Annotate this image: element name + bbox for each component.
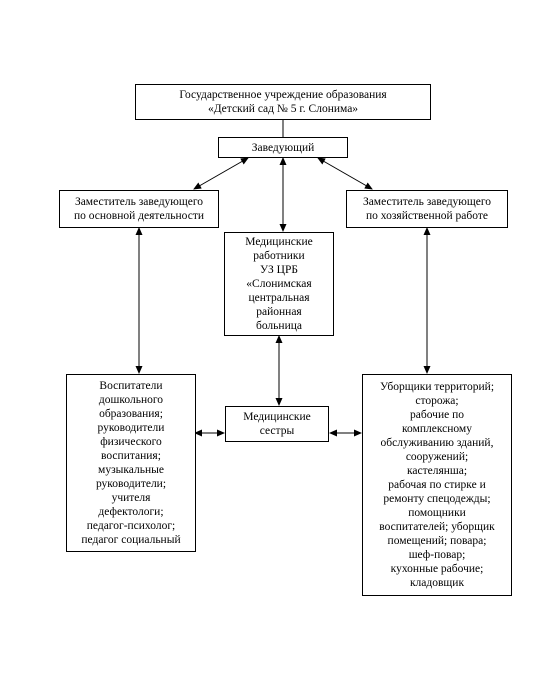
nurses-label: Медицинские сестры	[243, 411, 311, 437]
arrow-head-deputy-admin	[317, 157, 373, 190]
head-label: Заведующий	[251, 141, 315, 154]
support-staff-label: Уборщики территорий; сторожа; рабочие по…	[379, 381, 495, 589]
deputy-main-label: Заместитель заведующего по основной деят…	[73, 196, 205, 222]
educators-box: Воспитатели дошкольного образования; рук…	[66, 374, 196, 552]
deputy-admin-label: Заместитель заведующего по хозяйственной…	[362, 196, 492, 222]
deputy-main-box: Заместитель заведующего по основной деят…	[59, 190, 219, 228]
institution-box: Государственное учреждение образования «…	[135, 84, 431, 120]
deputy-admin-box: Заместитель заведующего по хозяйственной…	[346, 190, 508, 228]
nurses-box: Медицинские сестры	[225, 406, 329, 442]
arrow-head-deputy-main	[193, 157, 249, 190]
medical-workers-label: Медицинские работники УЗ ЦРБ «Слонимская…	[245, 236, 313, 332]
head-box: Заведующий	[218, 137, 348, 158]
support-staff-box: Уборщики территорий; сторожа; рабочие по…	[362, 374, 512, 596]
educators-label: Воспитатели дошкольного образования; рук…	[81, 380, 181, 546]
medical-workers-box: Медицинские работники УЗ ЦРБ «Слонимская…	[224, 232, 334, 336]
institution-label: Государственное учреждение образования «…	[179, 89, 387, 115]
